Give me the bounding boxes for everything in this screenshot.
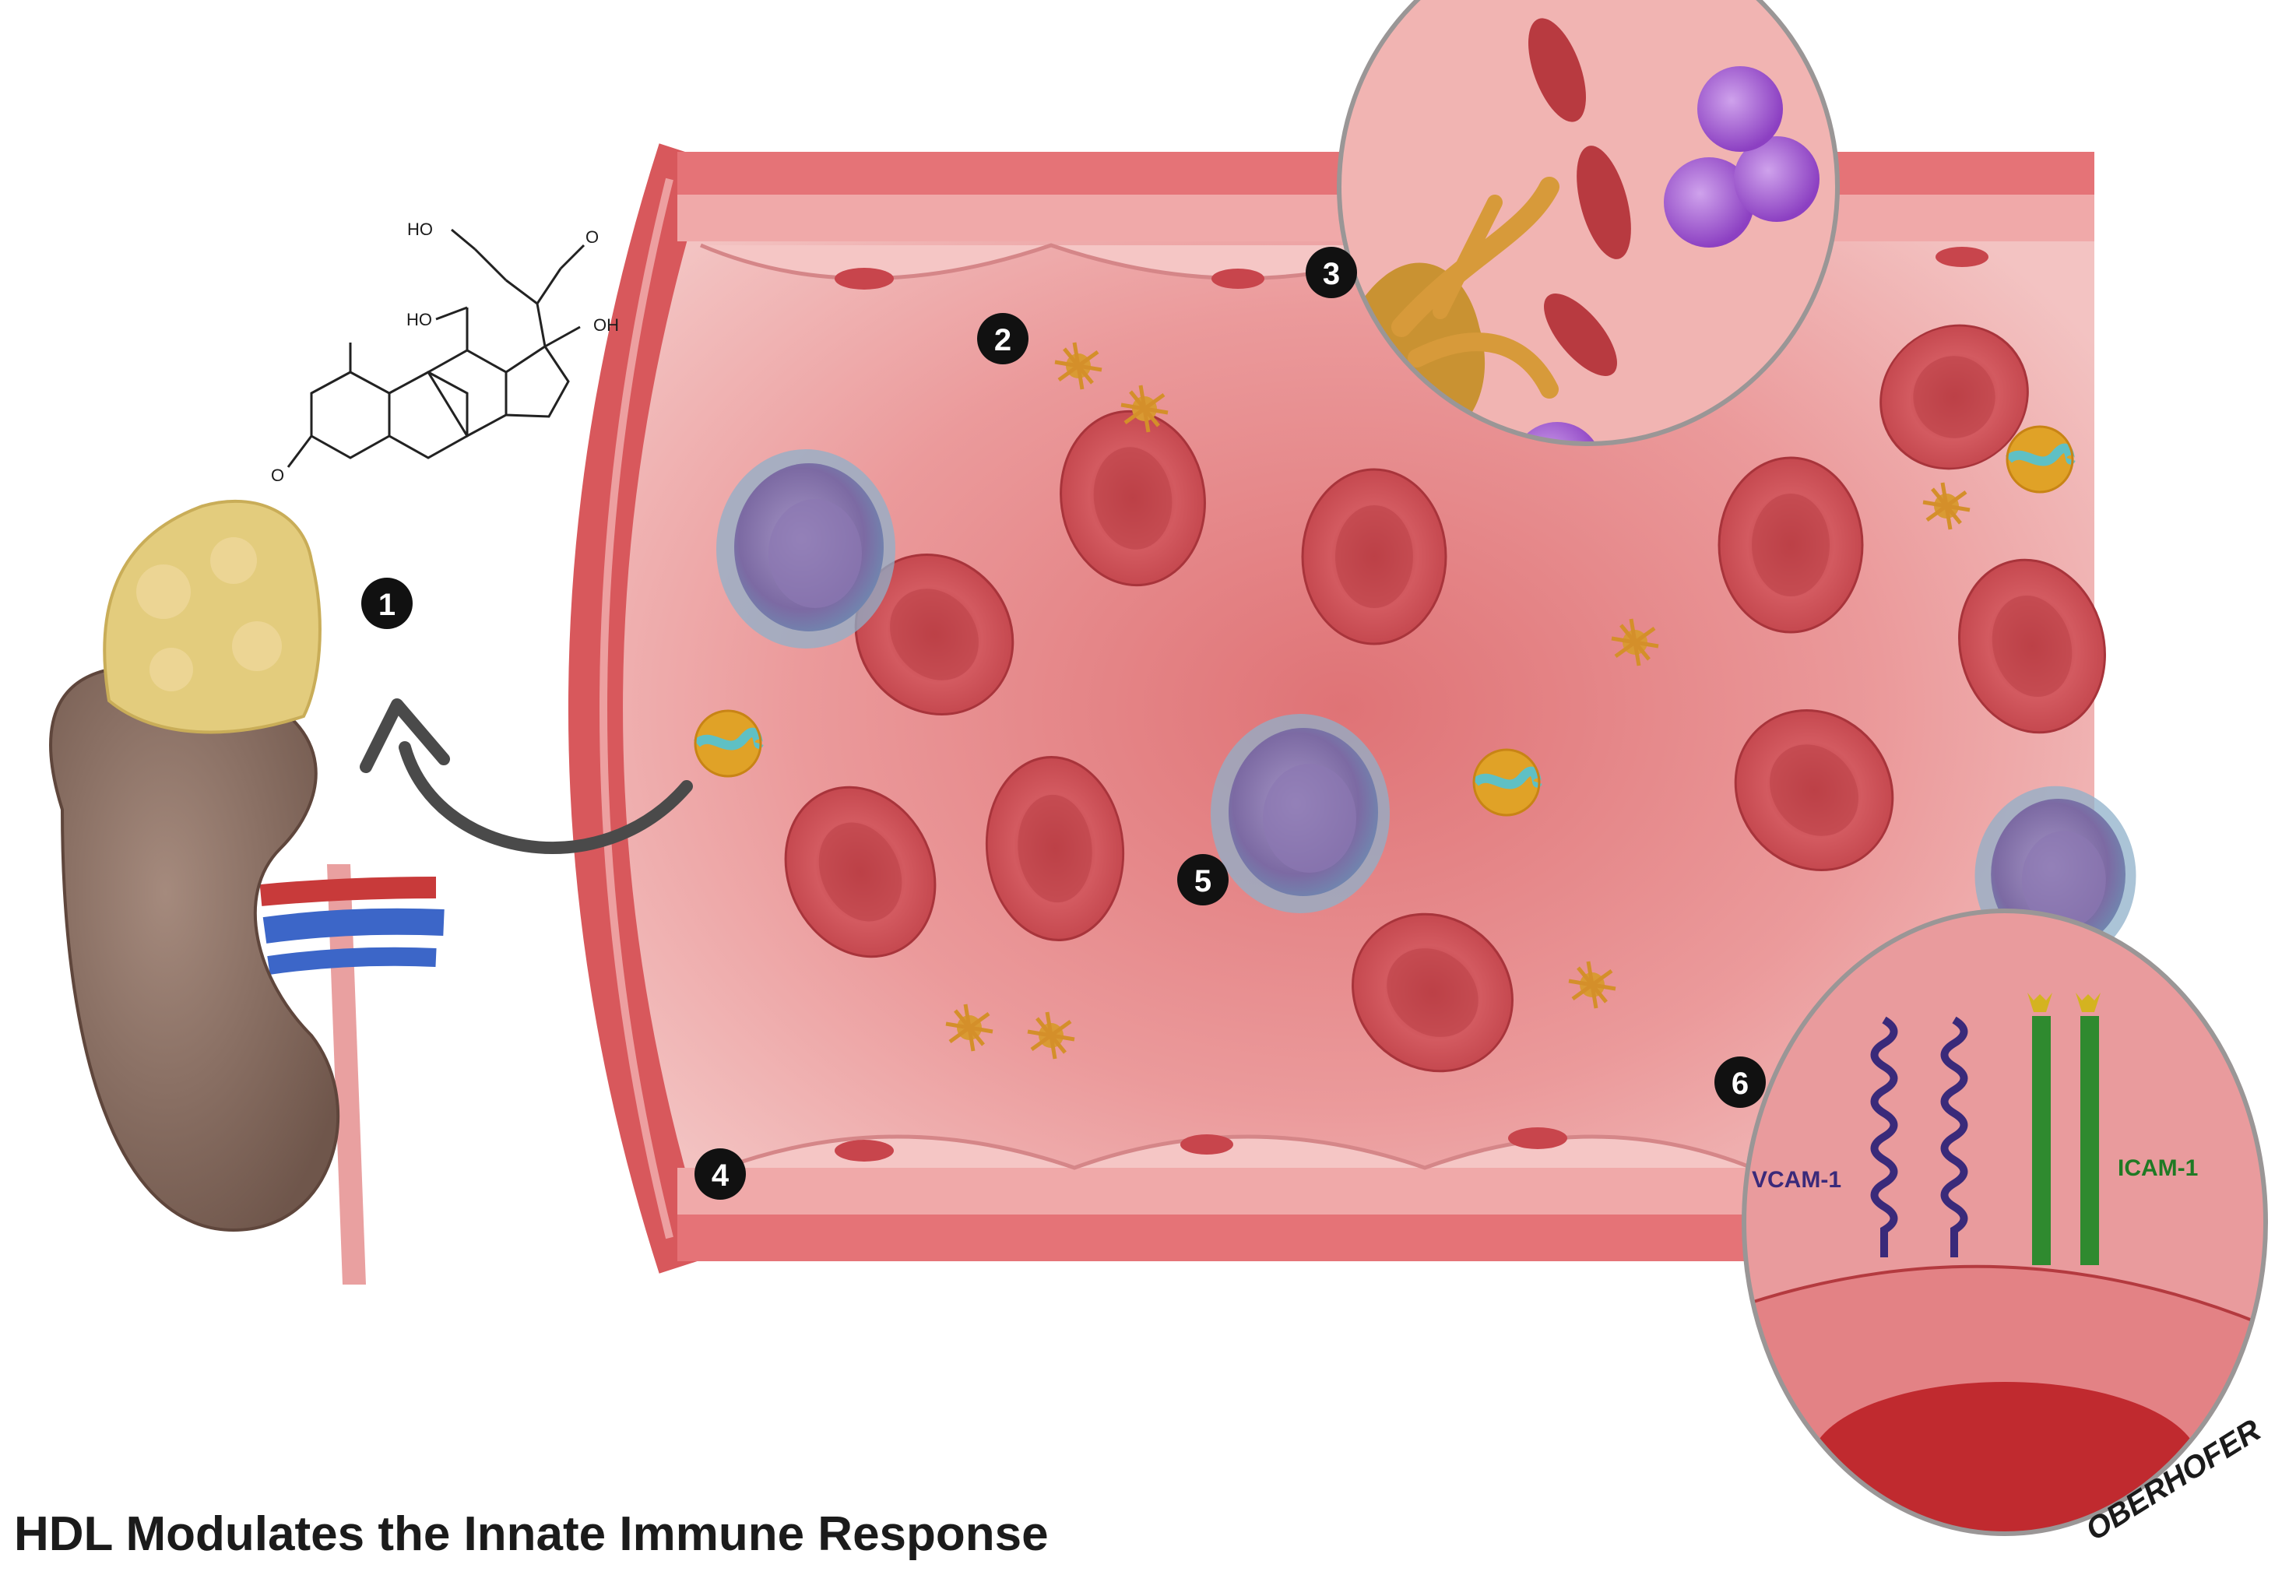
label-o-top: O [585,227,599,247]
transport-arrow [360,698,693,855]
marker-2: 2 [977,313,1028,364]
label-oh: OH [593,315,619,335]
cortisol-molecule [287,228,585,468]
vcam-label: VCAM-1 [1752,1167,1841,1193]
marker-3: 3 [1306,247,1357,298]
marker-4-label: 4 [712,1158,730,1193]
marker-1-label: 1 [378,588,396,622]
marker-3-label: 3 [1323,257,1340,291]
marker-4: 4 [694,1148,746,1200]
label-ho-left: HO [406,310,432,329]
marker-6-label: 6 [1732,1067,1749,1101]
molecule-labels: HO O OH HO O [271,220,619,485]
marker-6: 6 [1714,1056,1766,1108]
marker-1: 1 [361,578,413,629]
label-ho-top: HO [407,220,433,239]
marker-5-label: 5 [1194,864,1211,898]
marker-2-label: 2 [994,323,1011,357]
kidney-adrenal [49,499,445,1285]
marker-5: 5 [1177,854,1229,905]
figure-caption: HDL Modulates the Innate Immune Response [14,1507,1049,1561]
label-o-left: O [271,466,284,485]
icam-label: ICAM-1 [2118,1155,2198,1181]
